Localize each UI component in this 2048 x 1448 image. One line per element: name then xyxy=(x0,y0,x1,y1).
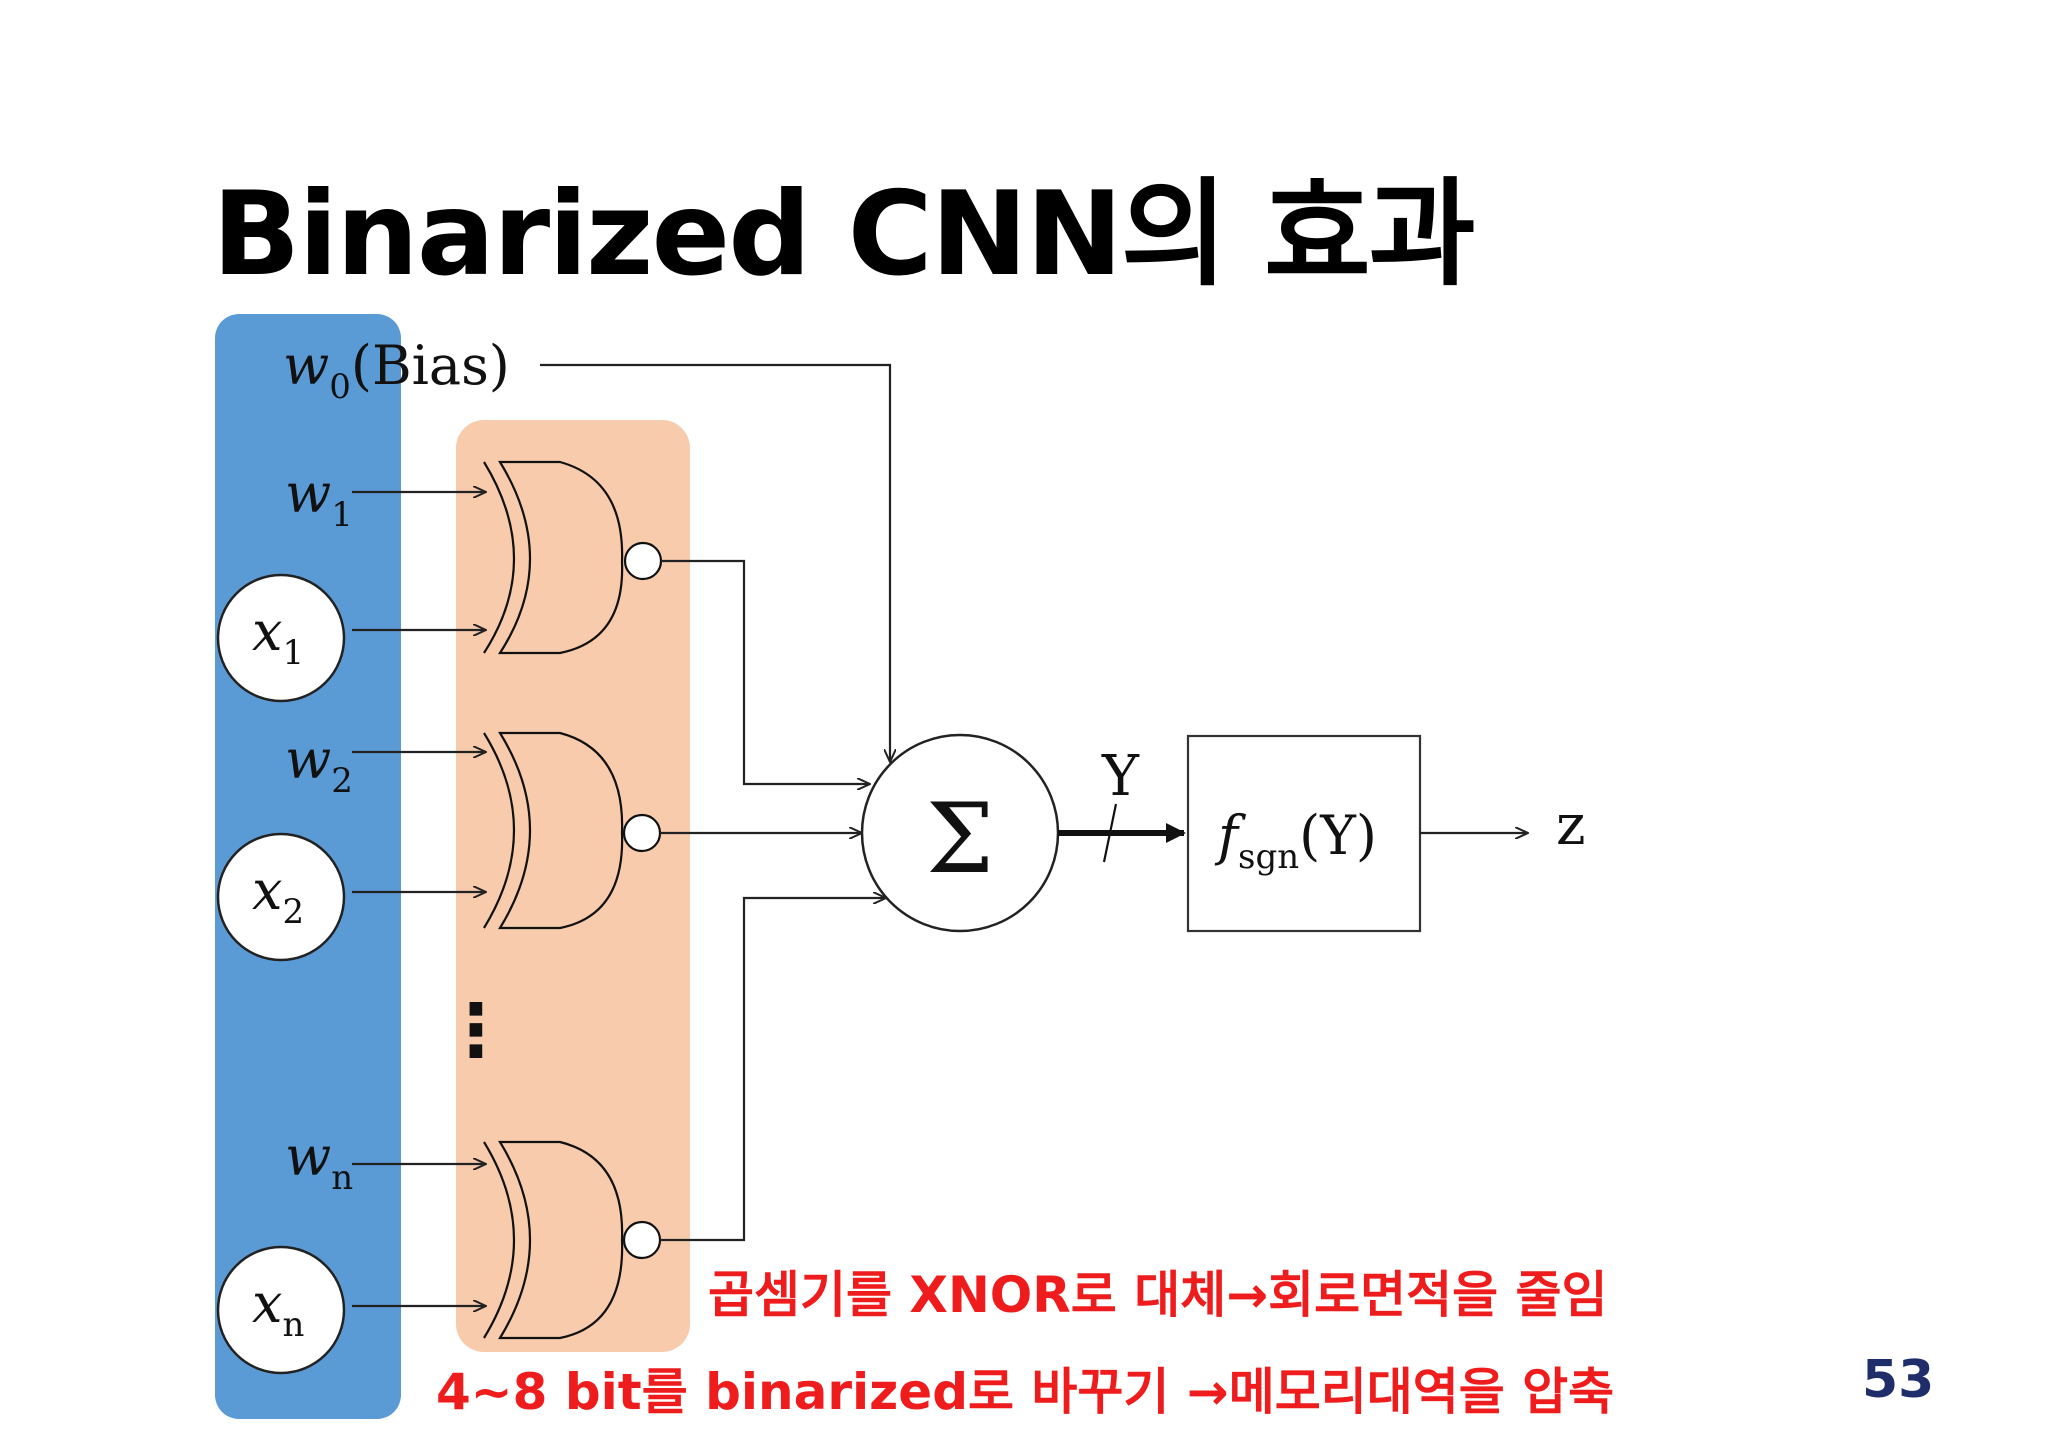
bias-label: w0(Bias) xyxy=(283,334,510,407)
slide-title: Binarized CNN의 효과 xyxy=(212,167,1475,302)
activation-label: fsgn(Y) xyxy=(1214,804,1377,877)
input-label-n: xn xyxy=(252,1272,304,1345)
sum-symbol: Σ xyxy=(926,783,994,895)
xnor-gate-2 xyxy=(483,731,662,930)
bias-var: w xyxy=(283,334,329,397)
input-node-1 xyxy=(216,573,346,703)
gate1-to-sum xyxy=(661,559,870,784)
page-number: 53 xyxy=(1862,1350,1935,1410)
note-line-1: 곱셈기를 XNOR로 대체→회로면적을 줄임 xyxy=(708,1266,1608,1324)
bias-connector xyxy=(540,363,890,762)
gaten-to-sum xyxy=(660,898,886,1242)
weight-label-1: w1 xyxy=(285,462,353,535)
bus-width-slash xyxy=(1102,803,1118,863)
weight-label-n: wn xyxy=(285,1125,353,1198)
activation-block xyxy=(1186,734,1422,933)
input-node-2 xyxy=(216,832,346,962)
input-label-2: x2 xyxy=(252,859,304,932)
input-label-1: x1 xyxy=(252,600,304,673)
note-line-2: 4∼8 bit를 binarized로 바꾸기 →메모리대역을 압축 xyxy=(436,1363,1615,1421)
bias-sub: 0 xyxy=(329,367,351,407)
xnor-gate-1 xyxy=(483,460,663,655)
weight-label-2: w2 xyxy=(285,728,353,801)
input-node-n xyxy=(216,1245,346,1375)
vertical-ellipsis: ⋮ xyxy=(440,988,512,1072)
sum-output-label: Y xyxy=(1101,744,1140,809)
xnor-gate-n xyxy=(483,1140,662,1340)
output-label: z xyxy=(1556,793,1586,858)
bias-suffix: (Bias) xyxy=(351,334,510,397)
